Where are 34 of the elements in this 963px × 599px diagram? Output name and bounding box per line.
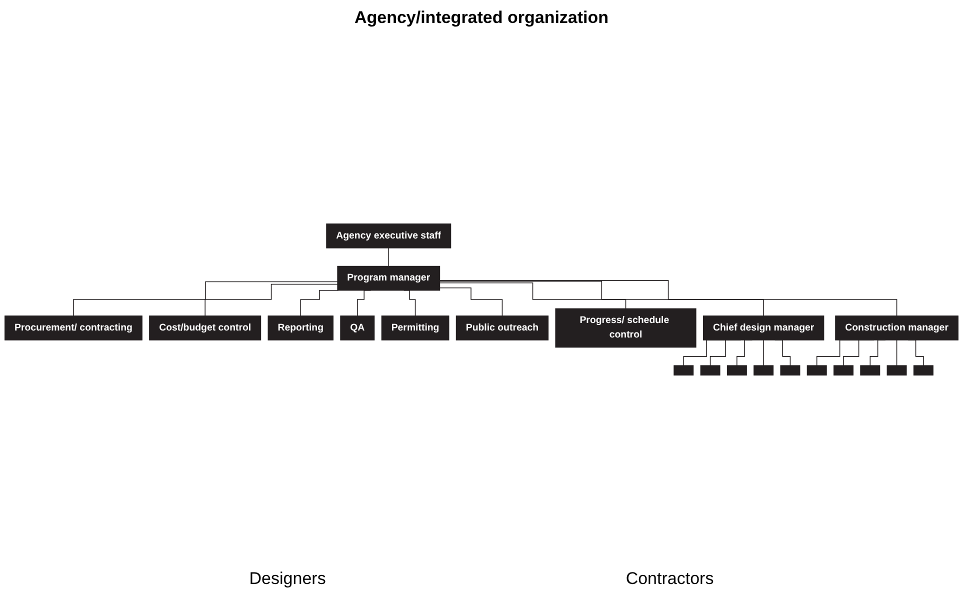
node-box [913, 365, 934, 376]
node-box: Public outreach [456, 316, 549, 340]
node-box: Chief design manager [702, 316, 824, 340]
node-box [886, 365, 907, 376]
connector [439, 280, 764, 316]
connector [204, 284, 338, 316]
node-box: Program manager [337, 266, 440, 291]
node-box: Reporting [268, 316, 334, 340]
node-box: Procurement/ contracting [4, 316, 142, 340]
node-box: Cost/budget control [149, 316, 262, 340]
connector [73, 281, 338, 316]
connector [388, 248, 390, 267]
group-label: Contractors [626, 569, 714, 589]
node-box [780, 365, 800, 376]
connector [896, 340, 898, 366]
node-box [700, 365, 720, 376]
connector [439, 287, 503, 316]
connector [300, 290, 339, 316]
diagram-title: Agency/integrated organization [354, 8, 609, 28]
node-box: Progress/ schedule control [555, 308, 696, 348]
node-box [754, 365, 774, 376]
group-label: Designers [249, 569, 326, 589]
node-box [806, 365, 827, 376]
node-box [860, 365, 880, 376]
connector [763, 340, 764, 366]
node-box [726, 365, 747, 376]
node-box: Agency executive staff [326, 224, 452, 248]
node-box: Permitting [381, 316, 450, 340]
connector [439, 282, 626, 309]
node-box: Construction manager [835, 316, 958, 340]
connector [439, 280, 898, 316]
node-box: QA [340, 316, 375, 340]
node-box [674, 365, 694, 376]
node-box [834, 365, 854, 376]
